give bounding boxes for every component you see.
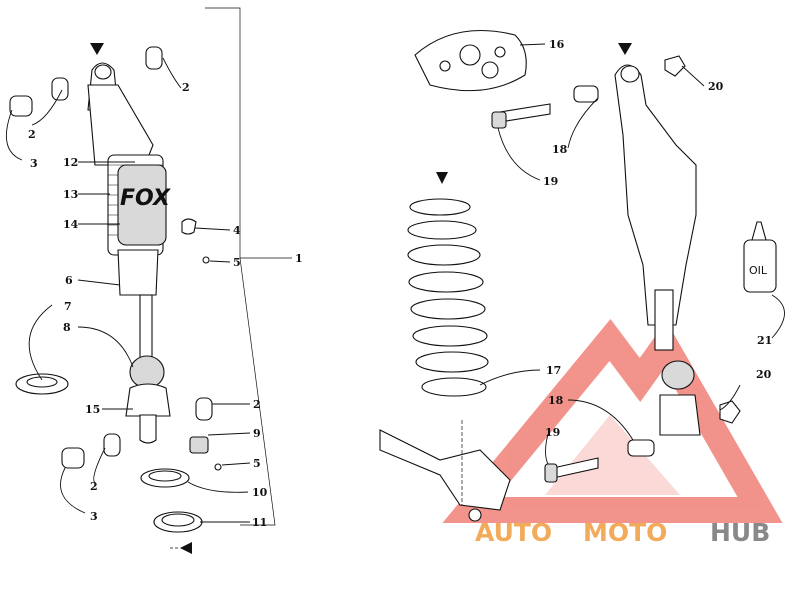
callout-19: 19: [545, 426, 560, 439]
callout-10: 10: [252, 486, 268, 499]
callout-21: 21: [757, 334, 772, 347]
watermark-text-auto: AUTO: [475, 518, 552, 547]
callout-20: 20: [708, 80, 724, 93]
callout-8: 8: [63, 321, 71, 334]
callout-2: 2: [28, 128, 36, 141]
left-shock-assembly: FOX: [5, 7, 303, 554]
watermark-logo: [442, 318, 783, 523]
callout-7: 7: [64, 300, 72, 313]
callout-14: 14: [63, 218, 79, 231]
callout-2: 2: [253, 398, 261, 411]
callout-9: 9: [253, 427, 261, 440]
callout-3: 3: [90, 510, 98, 523]
callout-6: 6: [65, 274, 73, 287]
callout-12: 12: [63, 156, 78, 169]
callout-18: 18: [552, 143, 568, 156]
oil-bottle-label: OIL: [749, 264, 768, 277]
watermark-text-moto: MOTO: [583, 518, 667, 547]
callout-19: 19: [543, 175, 558, 188]
callout-11: 11: [252, 516, 267, 529]
callout-15: 15: [85, 403, 100, 416]
watermark-text: AUTO MOTO HUB: [475, 518, 770, 547]
callout-3: 3: [30, 157, 38, 170]
callout-5: 5: [233, 256, 241, 269]
callout-2: 2: [90, 480, 98, 493]
callout-16: 16: [549, 38, 565, 51]
callout-17: 17: [546, 364, 561, 377]
callout-18: 18: [548, 394, 564, 407]
callout-20: 20: [756, 368, 772, 381]
callout-1: 1: [295, 252, 303, 265]
right-shock-assembly: OIL 16 20 18 19 17 21 20 18 19: [379, 29, 785, 522]
callout-5: 5: [253, 457, 261, 470]
callout-13: 13: [63, 188, 78, 201]
watermark-text-hub: HUB: [710, 518, 770, 547]
callout-2: 2: [182, 81, 190, 94]
coil-spring: [407, 172, 489, 397]
shock-brand-logo: FOX: [120, 186, 171, 211]
callout-4: 4: [233, 224, 241, 237]
